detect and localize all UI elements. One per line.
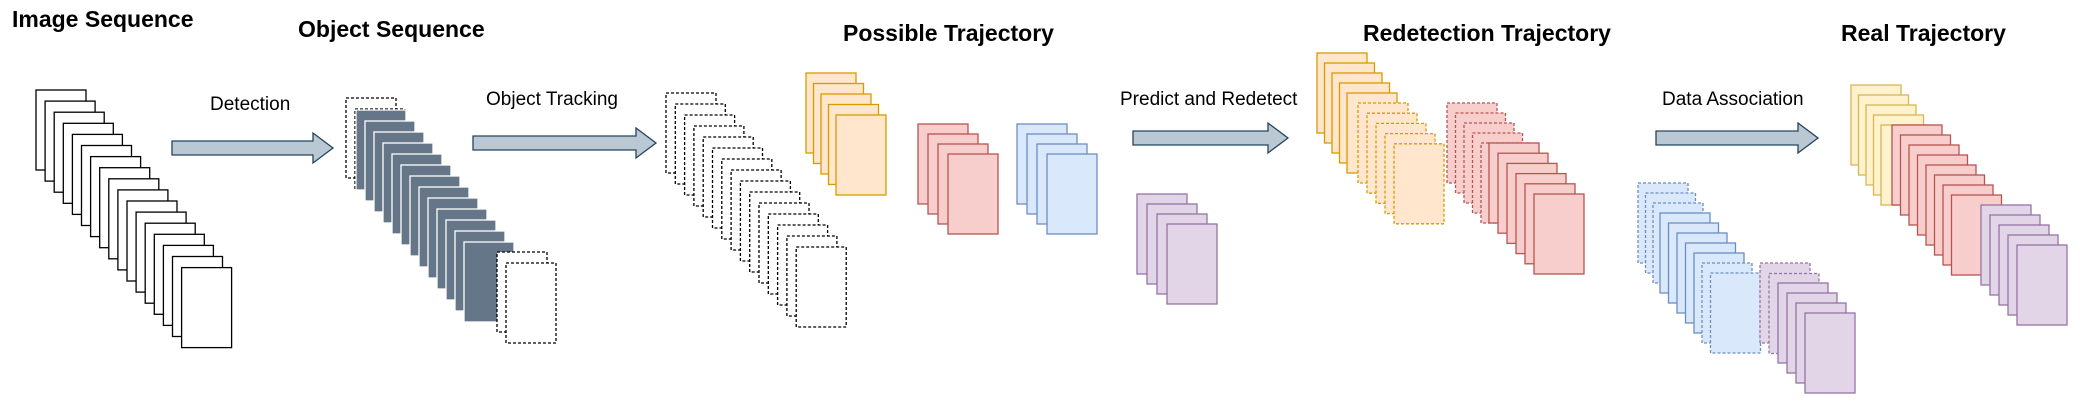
track-orange-frame bbox=[835, 114, 887, 196]
title-redetection-trajectory: Redetection Trajectory bbox=[1363, 20, 1611, 46]
candidate-frame bbox=[795, 246, 847, 328]
redetect-blue-frame-predicted bbox=[1709, 272, 1762, 354]
real-purple-frame bbox=[2016, 244, 2068, 326]
title-possible-trajectory: Possible Trajectory bbox=[843, 20, 1054, 46]
arrow-data-association bbox=[1655, 121, 1820, 155]
track-red-frame bbox=[947, 153, 999, 235]
image-frame bbox=[180, 266, 233, 349]
arrow-detection bbox=[171, 131, 335, 165]
label-object-tracking: Object Tracking bbox=[486, 89, 618, 110]
track-purple-frame bbox=[1166, 223, 1218, 305]
redetect-orange-frame-predicted bbox=[1393, 143, 1445, 225]
label-data-association: Data Association bbox=[1662, 89, 1804, 110]
track-blue-frame bbox=[1046, 153, 1098, 235]
object-frame-empty bbox=[505, 262, 557, 344]
arrow-predict-redetect bbox=[1132, 121, 1290, 155]
label-detection: Detection bbox=[210, 94, 291, 115]
title-object-sequence: Object Sequence bbox=[298, 16, 485, 42]
redetect-purple-frame bbox=[1804, 312, 1856, 394]
redetect-red-frame bbox=[1533, 193, 1585, 275]
arrow-object-tracking bbox=[472, 126, 658, 160]
title-real-trajectory: Real Trajectory bbox=[1841, 20, 2006, 46]
title-image-sequence: Image Sequence bbox=[12, 6, 194, 32]
label-predict-redetect: Predict and Redetect bbox=[1120, 89, 1298, 110]
